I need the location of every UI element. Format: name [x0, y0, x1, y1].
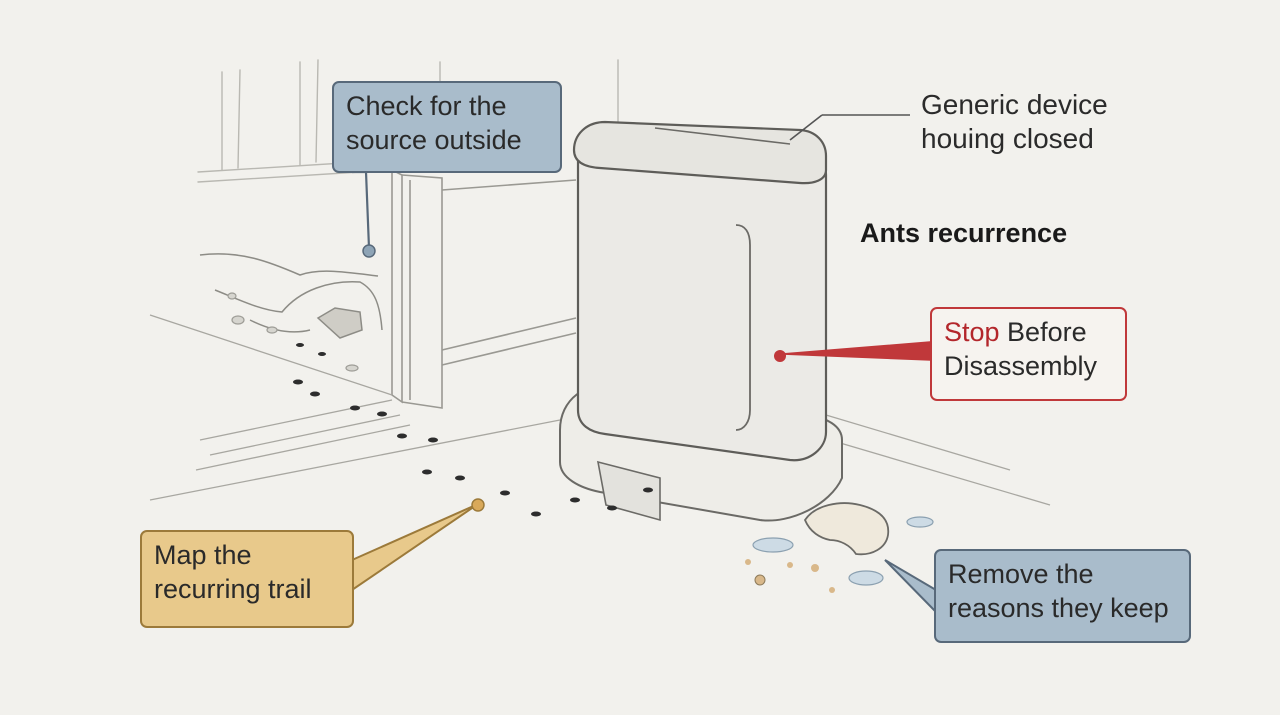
door-post — [391, 168, 577, 409]
dirt-mound — [199, 253, 383, 339]
callout-remove-reasons: Remove the reasons they keep — [934, 549, 1191, 643]
callout-stop-line2: Disassembly — [944, 351, 1098, 381]
callout-stop-before-disassembly: Stop Before Disassembly — [930, 307, 1127, 401]
device-housing-label: Generic device houing closed — [921, 88, 1108, 156]
stop-word: Stop — [944, 317, 1000, 347]
food-crumbs — [745, 502, 934, 593]
diagram-title: Ants recurrence — [860, 218, 1068, 248]
callout-remove-line1: Remove the — [948, 559, 1094, 589]
callout-remove-line2: reasons they keep — [948, 593, 1169, 623]
device-housing — [559, 120, 843, 522]
callout-check-source: Check for the source outside — [332, 81, 562, 173]
device-label-line2: houing closed — [921, 123, 1094, 154]
device-label-line1: Generic device — [921, 89, 1108, 120]
leader-lines — [351, 114, 937, 615]
callout-stop-line1: Stop Before — [944, 315, 1113, 349]
callout-source-line1: Check for the — [346, 91, 507, 121]
stop-line1-rest: Before — [999, 317, 1087, 347]
callout-trail-line1: Map the — [154, 540, 252, 570]
callout-trail-line2: recurring trail — [154, 574, 312, 604]
callout-source-line2: source outside — [346, 125, 522, 155]
floor-lines — [149, 314, 1051, 506]
callout-map-trail: Map the recurring trail — [140, 530, 354, 628]
pebbles — [227, 292, 359, 372]
ant-trail — [293, 343, 653, 517]
